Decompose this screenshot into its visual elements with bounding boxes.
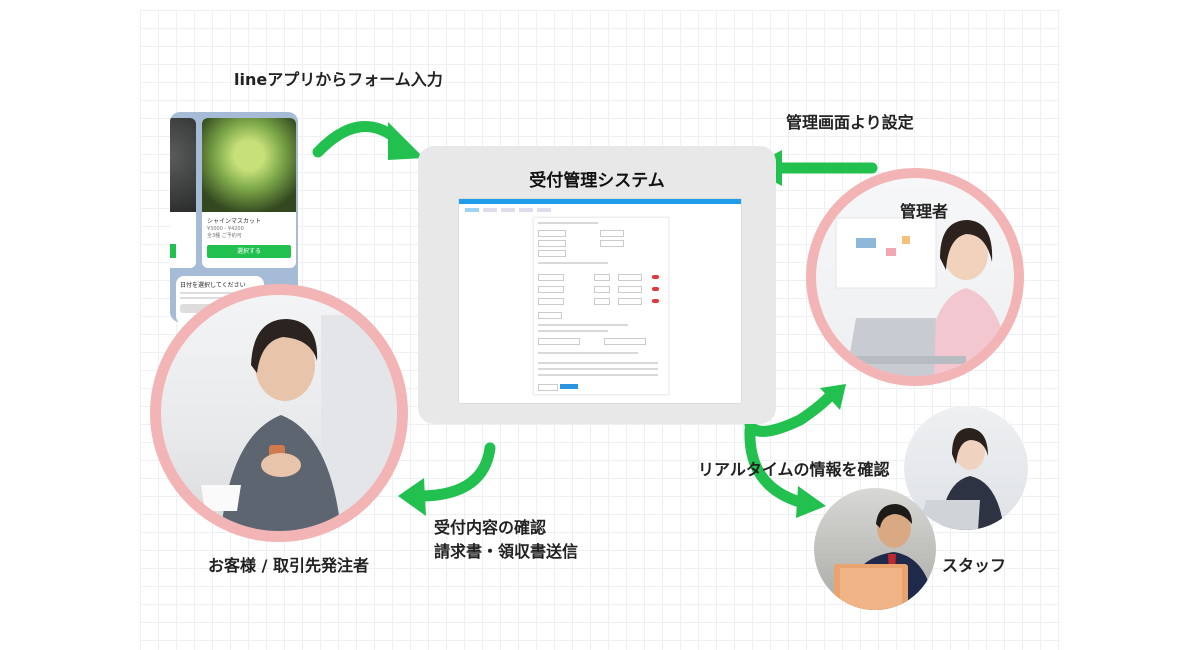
message-line <box>180 292 260 294</box>
product-card-left <box>170 118 196 268</box>
message-title: 日付を選択してください <box>180 282 246 289</box>
arrowhead-staff-out <box>796 486 826 518</box>
admin-photo <box>806 168 1024 386</box>
confirm-label: 受付内容の確認 請求書・領収書送信 <box>434 516 578 564</box>
screen-tab <box>519 208 533 212</box>
screen-tab <box>501 208 515 212</box>
realtime-label: リアルタイムの情報を確認 <box>698 460 890 479</box>
staff-photo-man <box>814 488 936 610</box>
customer-photo <box>150 284 408 542</box>
screen-tab <box>483 208 497 212</box>
arrow-system-to-customer <box>418 442 496 502</box>
screen-tabs <box>459 204 741 216</box>
screen-form-card <box>533 217 669 395</box>
grape-photo-icon <box>202 118 296 212</box>
product-note: 全3種 ご予約可 <box>207 233 242 239</box>
system-title: 受付管理システム <box>529 171 665 191</box>
message-line <box>180 297 236 299</box>
line-input-label: lineアプリからフォーム入力 <box>234 70 443 89</box>
reception-system-panel: 受付管理システム <box>418 146 776 424</box>
staff-label: スタッフ <box>942 556 1007 575</box>
product-price: ¥3000 - ¥4200 <box>207 226 244 232</box>
woman-with-phone-icon <box>201 315 397 531</box>
arrowhead-system-in <box>388 122 424 160</box>
arrowhead-customer-in <box>398 478 426 516</box>
grape-photo-icon <box>170 118 196 212</box>
arrow-line-to-system <box>312 121 404 158</box>
admin-setting-label: 管理画面より設定 <box>786 113 914 132</box>
admin-screen-thumbnail <box>458 198 742 404</box>
arrowhead-admin-out <box>820 384 846 410</box>
arrow-system-to-staff <box>744 424 806 508</box>
staff-photo-woman <box>904 406 1028 530</box>
product-name: シャインマスカット <box>207 218 262 225</box>
screen-tab <box>465 208 479 212</box>
arrow-system-to-admin <box>744 392 834 437</box>
select-button-partial[interactable] <box>170 244 176 258</box>
product-card: シャインマスカット ¥3000 - ¥4200 全3種 ご予約可 選択する <box>202 118 296 268</box>
confirm-label-line2: 請求書・領収書送信 <box>434 542 579 561</box>
select-button[interactable]: 選択する <box>207 245 291 258</box>
man-staff-laptop-icon <box>834 504 934 610</box>
customer-label: お客様 / 取引先発注者 <box>208 556 369 575</box>
admin-label: 管理者 <box>900 202 949 221</box>
confirm-label-line1: 受付内容の確認 <box>434 518 547 537</box>
woman-staff-laptop-icon <box>918 428 1004 530</box>
screen-header-bar <box>459 199 741 204</box>
screen-tab <box>537 208 551 212</box>
line-app-screenshot: シャインマスカット ¥3000 - ¥4200 全3種 ご予約可 選択する 日付… <box>170 112 298 322</box>
